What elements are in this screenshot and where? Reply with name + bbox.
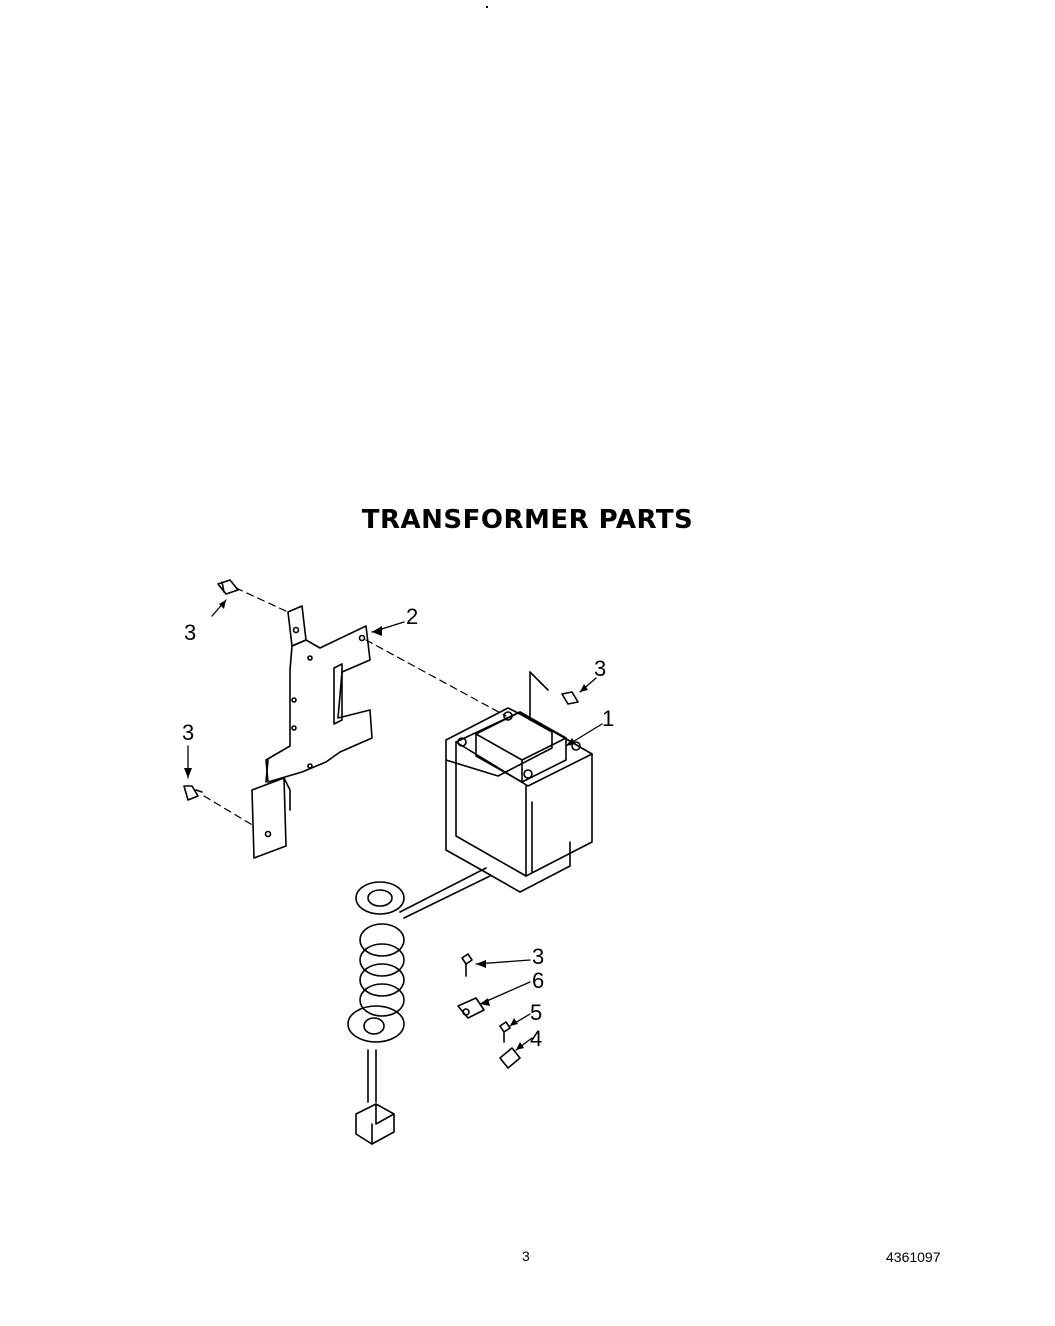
page-title: TRANSFORMER PARTS — [361, 505, 694, 535]
callout-6: 6 — [532, 968, 544, 993]
screw-5 — [499, 1021, 511, 1043]
arrowheads — [184, 600, 588, 1050]
transformer — [445, 671, 593, 893]
wire-clip-6 — [457, 997, 485, 1019]
page-number: 3 — [522, 1248, 530, 1264]
callout-2: 2 — [406, 604, 418, 629]
screw-right — [561, 691, 579, 705]
screw-left — [183, 785, 203, 801]
callout-5: 5 — [530, 1000, 542, 1025]
callout-3-left: 3 — [182, 720, 194, 745]
callout-3-right: 3 — [594, 656, 606, 681]
callout-3-center: 3 — [532, 944, 544, 969]
mounting-bracket — [251, 605, 373, 859]
assembly-lines — [203, 587, 507, 827]
callout-4: 4 — [530, 1026, 542, 1051]
screw-top-left — [217, 579, 239, 595]
document-number: 4361097 — [886, 1249, 941, 1265]
scan-speck — [486, 6, 488, 8]
screw-center — [461, 953, 473, 977]
wire-nut-4 — [499, 1047, 521, 1069]
wire-harness — [347, 867, 491, 1145]
callout-labels: 2 3 3 1 3 3 6 5 4 — [182, 604, 614, 1051]
callout-1: 1 — [602, 706, 614, 731]
callout-3-top-left: 3 — [184, 620, 196, 645]
